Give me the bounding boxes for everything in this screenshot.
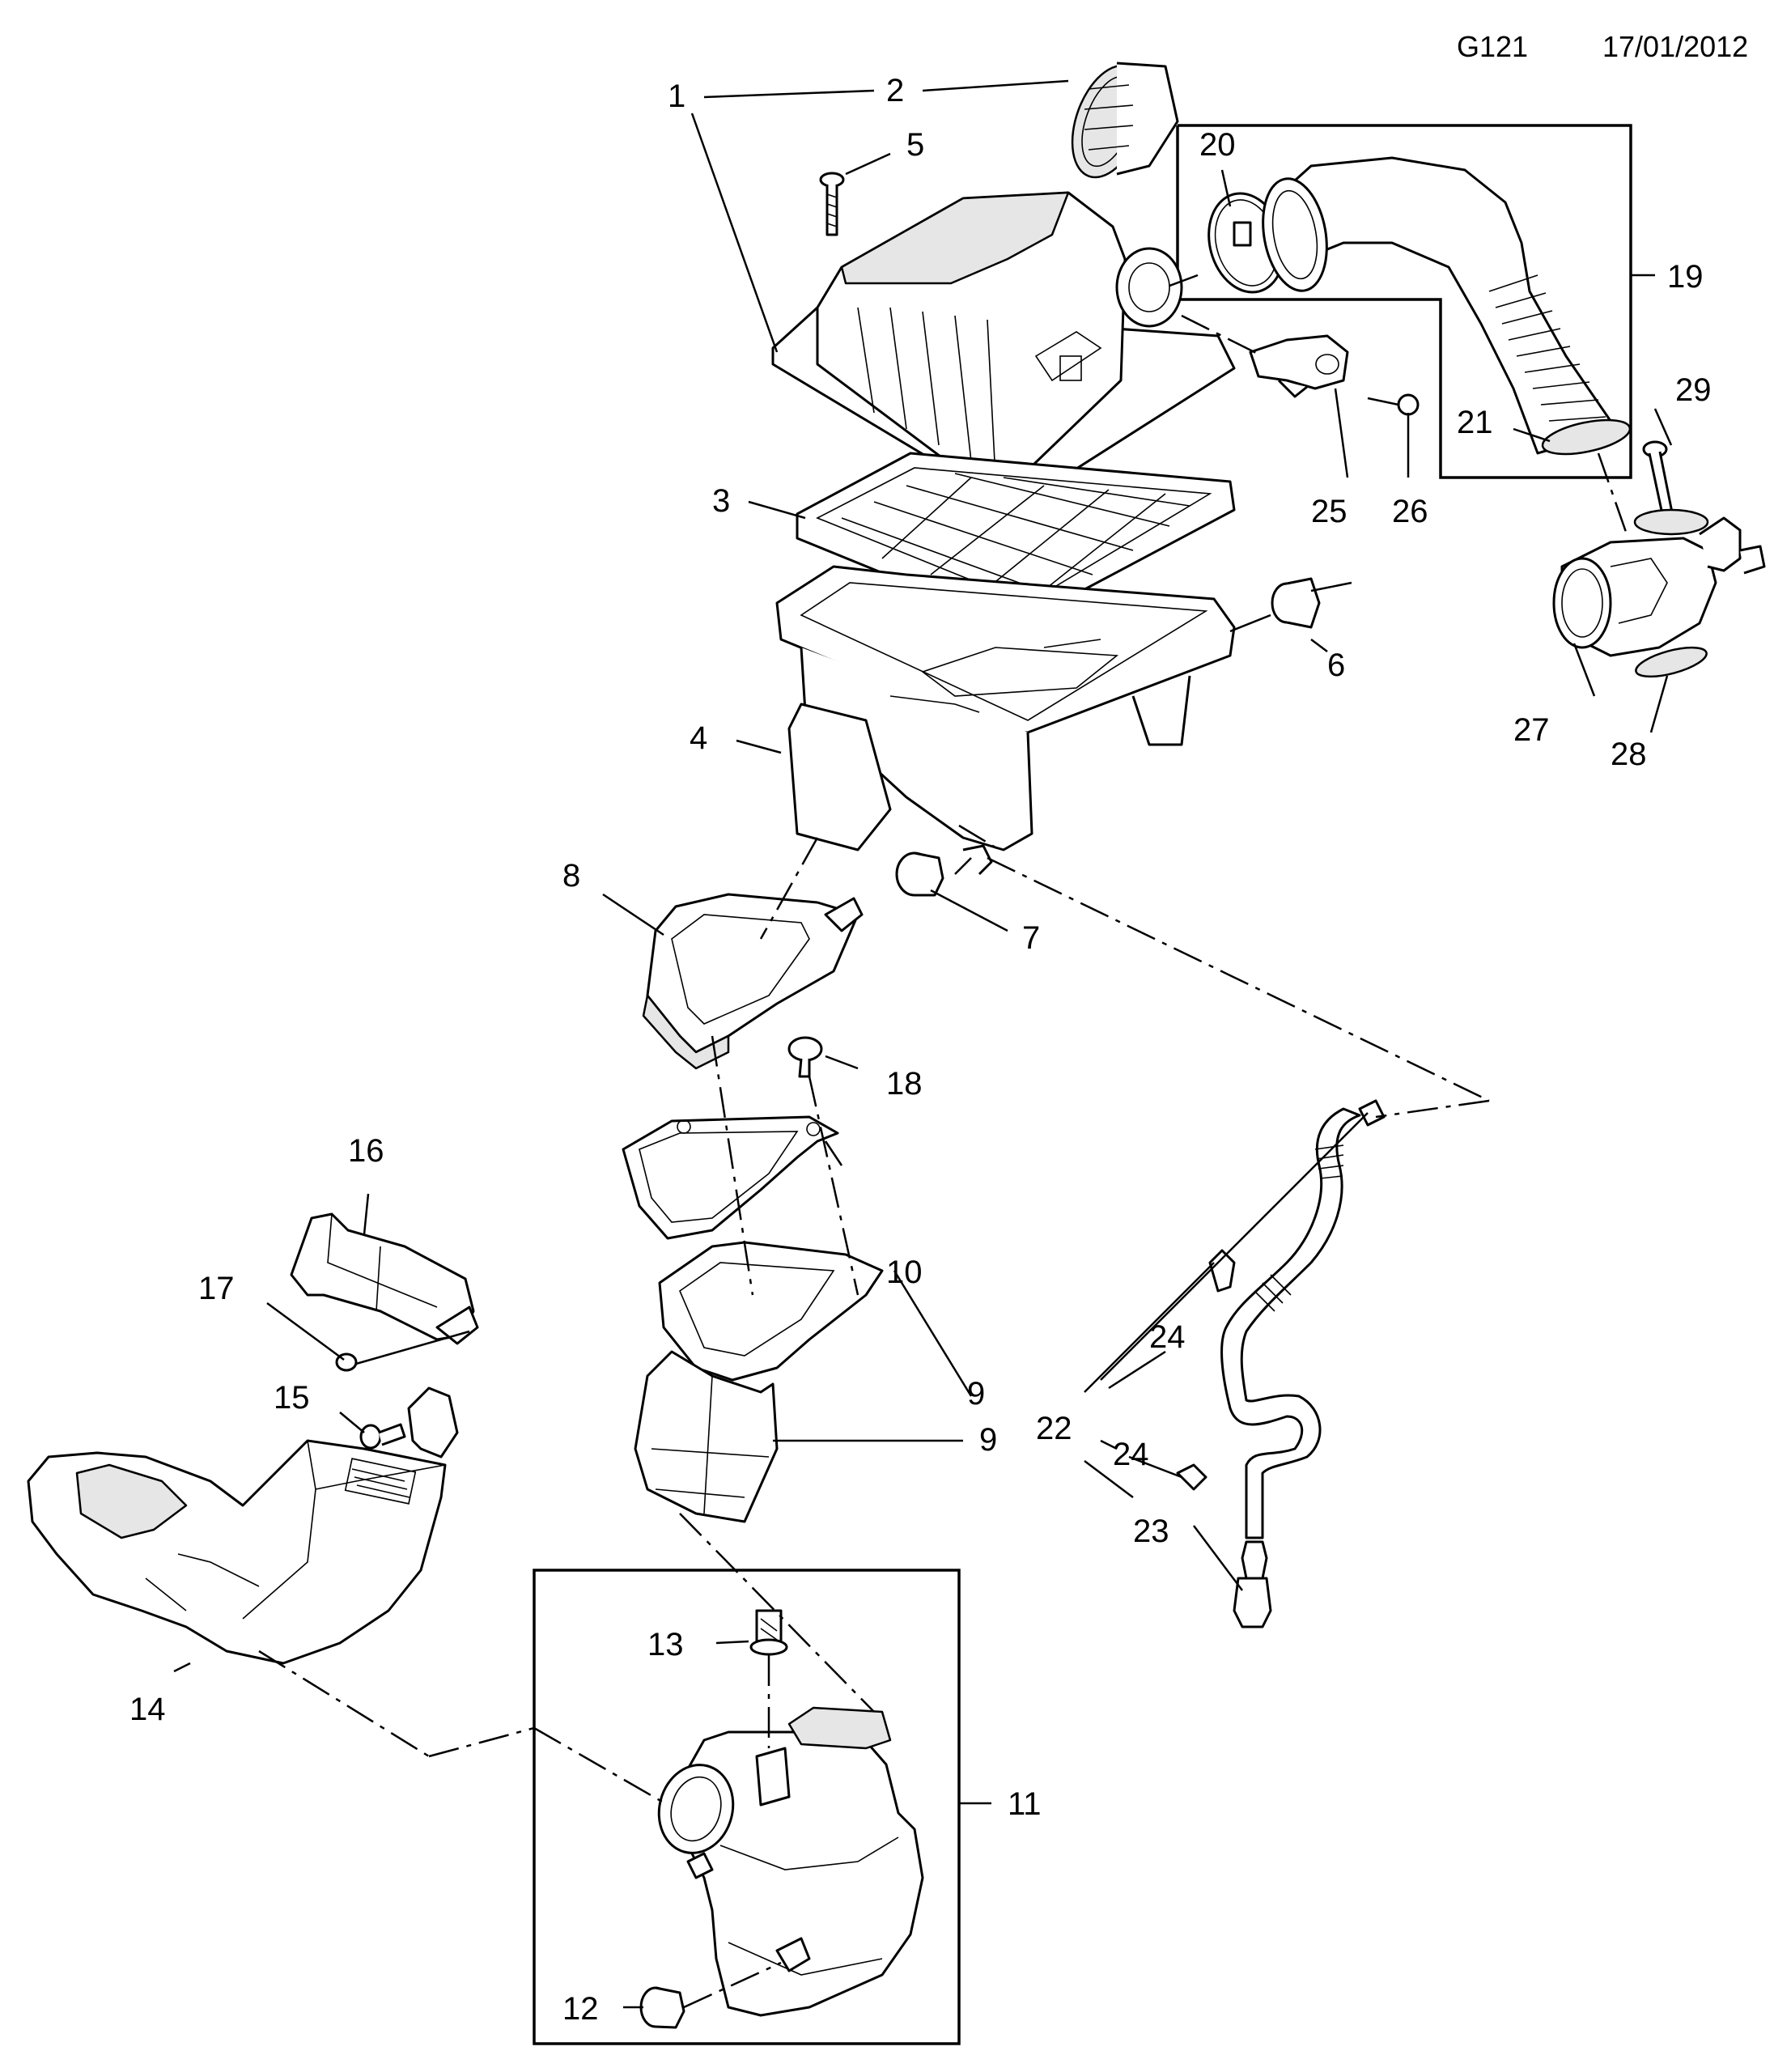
callout-18: 18 — [886, 1066, 923, 1102]
callout-3: 3 — [712, 483, 730, 519]
callout-5: 5 — [906, 127, 924, 163]
part-26-screw — [1367, 393, 1420, 416]
callout-1: 1 — [668, 79, 685, 114]
part-29-bolt — [1642, 440, 1674, 520]
callout-8: 8 — [562, 858, 580, 894]
group-box-11 — [533, 1569, 961, 2045]
callout-2: 2 — [886, 73, 904, 108]
callout-12: 12 — [562, 1991, 599, 2027]
part-21-seal — [1541, 418, 1632, 456]
callout-9-upper: 9 — [967, 1376, 985, 1412]
part-7-grommet — [895, 844, 993, 897]
part-13-plug — [749, 1609, 788, 1656]
callout-22: 22 — [1036, 1411, 1072, 1446]
callout-15: 15 — [274, 1380, 310, 1416]
part-2-mesh-element — [1071, 62, 1179, 179]
part-16-duct — [290, 1212, 479, 1345]
part-8-duct — [642, 893, 864, 1070]
callout-7: 7 — [1022, 920, 1040, 956]
part-24-clamp-lower — [1176, 1463, 1207, 1491]
leader-lines — [173, 79, 1673, 2009]
callout-13: 13 — [647, 1627, 684, 1662]
callout-9-lower: 9 — [979, 1422, 997, 1458]
callout-labels: 1 2 3 4 5 6 7 8 9 9 10 11 12 13 14 15 16… — [129, 73, 1712, 2027]
part-11-resonator — [657, 1706, 924, 2017]
part-10-gasket — [622, 1115, 839, 1240]
part-18-clip — [787, 1036, 823, 1078]
callout-6: 6 — [1327, 648, 1345, 683]
part-19-intake-hose — [1262, 156, 1612, 455]
part-12-grommet — [639, 1986, 685, 2029]
callout-27: 27 — [1513, 712, 1550, 748]
part-4-air-cleaner-housing — [775, 565, 1236, 851]
part-15-screw — [359, 1423, 406, 1450]
callout-25: 25 — [1311, 494, 1347, 529]
callout-4: 4 — [690, 720, 707, 756]
callout-21: 21 — [1457, 405, 1493, 440]
callout-11: 11 — [1008, 1786, 1042, 1822]
part-24-clamp-upper — [1208, 1249, 1236, 1293]
part-28-gasket — [1635, 646, 1708, 678]
part-27-throttle-body — [1552, 508, 1766, 657]
part-6-grommet — [1229, 577, 1352, 633]
callout-24-lower: 24 — [1113, 1437, 1149, 1472]
diagram-code: G121 — [1457, 30, 1528, 63]
callout-14: 14 — [129, 1692, 166, 1727]
part-3-filter-panel — [796, 452, 1236, 629]
callout-20: 20 — [1199, 127, 1236, 163]
callout-19: 19 — [1667, 259, 1704, 295]
part-9-intake-duct — [634, 1241, 884, 1523]
callout-23: 23 — [1133, 1514, 1169, 1549]
part-1-air-cleaner-cover — [771, 191, 1236, 512]
part-25-sensor — [1249, 334, 1349, 398]
callout-29: 29 — [1675, 372, 1712, 408]
part-23-connector — [1233, 1577, 1272, 1628]
callout-26: 26 — [1392, 494, 1428, 529]
part-14-intake-snorkel — [27, 1386, 459, 1665]
alignment-lines — [258, 274, 1628, 2009]
part-22-breather-hose — [1220, 1099, 1386, 1580]
diagram-date: 17/01/2012 — [1602, 30, 1748, 63]
callout-16: 16 — [348, 1133, 384, 1169]
part-5-screw — [819, 172, 845, 236]
callout-28: 28 — [1611, 737, 1647, 772]
callout-24-upper: 24 — [1149, 1319, 1186, 1355]
callout-10: 10 — [886, 1255, 923, 1290]
callout-17: 17 — [198, 1271, 235, 1306]
